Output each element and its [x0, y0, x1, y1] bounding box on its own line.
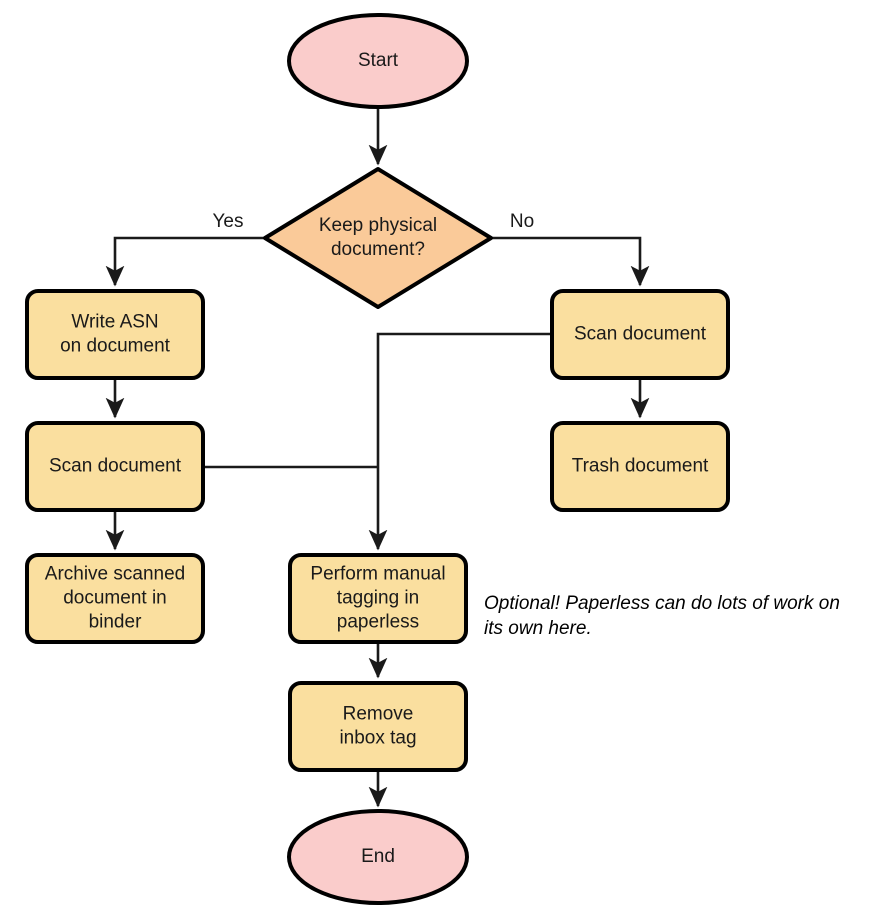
annotation-optional-note: Optional! Paperless can do lots of work …	[484, 593, 840, 639]
shape-rounded-rect	[25, 289, 205, 380]
node-label: Start	[358, 50, 399, 71]
shape-rounded-rect	[288, 681, 468, 772]
edge-decision-yes-to-write-asn	[105, 236, 265, 287]
shape-rounded-rect	[288, 553, 468, 644]
node-label: Scan document	[49, 456, 182, 477]
shape-rounded-rect	[25, 553, 205, 644]
node-trash-document[interactable]: Trash document	[550, 421, 730, 512]
node-label: Scan document	[574, 324, 707, 345]
node-scan-document-left[interactable]: Scan document	[25, 421, 205, 512]
shape-rounded-rect	[25, 421, 205, 512]
shape-ellipse	[287, 809, 469, 905]
edges-layer	[105, 107, 650, 808]
edge-label-decision-yes-to-write-asn: Yes	[213, 211, 244, 232]
annotations-layer: Optional! Paperless can do lots of work …	[484, 593, 840, 639]
shape-diamond	[263, 167, 493, 309]
node-label: End	[361, 846, 395, 867]
node-scan-document-right[interactable]: Scan document	[550, 289, 730, 380]
shape-rounded-rect	[550, 289, 730, 380]
edge-label-decision-no-to-scan-document-right: No	[510, 211, 534, 232]
edge-scan-document-right-to-manual-tagging	[368, 332, 552, 551]
node-start[interactable]: Start	[287, 13, 469, 109]
node-label: Trash document	[572, 456, 709, 477]
edge-decision-no-to-scan-document-right	[491, 236, 650, 287]
node-end[interactable]: End	[287, 809, 469, 905]
shape-rounded-rect	[550, 421, 730, 512]
shape-ellipse	[287, 13, 469, 109]
edge-labels-layer: Yes No	[213, 211, 535, 232]
